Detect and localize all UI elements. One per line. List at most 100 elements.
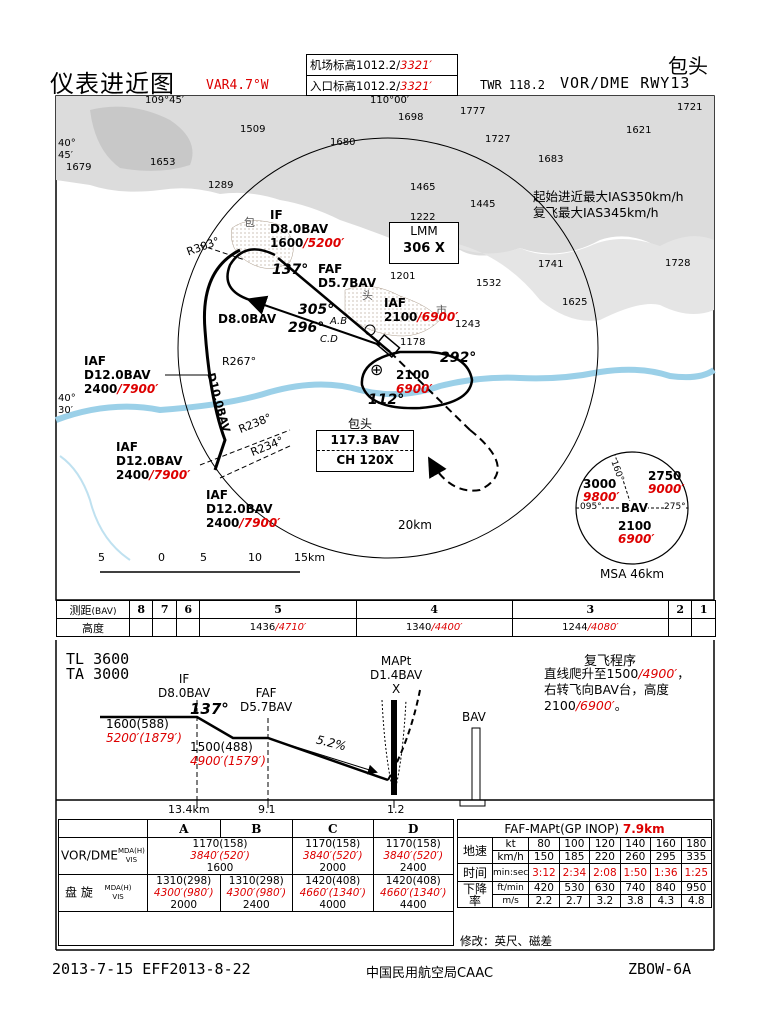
outbound-track [246,295,381,346]
lat-label-2: 40° [58,393,76,404]
spot-height: 1683 [538,154,564,165]
holding-pattern [360,350,474,410]
bav-mast [471,727,481,801]
profile-alt-if: 1600(588) 5200′(1879′) [106,717,182,745]
scale-tick: 0 [158,551,165,564]
lmm-box: LMM 306 X [389,222,459,264]
scale-tick: 5 [200,551,207,564]
transition-info: TL 3600 TA 3000 [66,650,130,683]
ftmin-value: 950 [680,881,713,895]
radial-238 [199,429,291,466]
kmh-label: km/h [491,850,530,864]
city-char: 头 [362,289,373,302]
aerodrome-elevation: 机场标高1012.2/3321′ [310,58,433,72]
vor-box: 117.3 BAV CH 120X [316,430,414,472]
profile-bav-label: BAV [462,710,486,724]
course-296: 296° [288,320,325,336]
msa-center: BAV [621,501,648,515]
vor-minima-c: 1170(158)3840′(520′)2000 [292,837,374,875]
descent-path [100,715,389,782]
kmh-value: 335 [680,850,713,864]
kt-value: 80 [528,837,560,851]
terrain-peak [90,106,193,171]
ftmin-value: 740 [619,881,652,895]
ms-value: 4.3 [650,894,682,908]
time-unit: min:sec [491,863,530,882]
rate-label: 下降率 [457,881,493,908]
lon-label-1: 109°45′ [145,95,185,106]
gs-label: 地速 [457,837,493,864]
time-value: 2:34 [558,863,591,882]
course-305-cat: A.B [330,316,348,327]
missed-approach-text: 直线爬升至1500/4900′， 右转飞向BAV台，高度 2100/6900′。 [544,666,690,713]
msa-bearing-095: 095° [580,502,602,512]
ms-label: m/s [491,894,530,908]
profile-if-label: IF D8.0BAV [158,672,211,700]
course-137: 137° [272,262,309,278]
cat-header: C [292,819,374,838]
lon-label-2: 110°00′ [370,95,410,106]
alt-cell: 1436/4710′ [199,618,357,637]
revision-note: 修改：英尺、磁差 [460,934,552,948]
minima-blank-row [58,911,454,946]
spot-height: 1178 [400,337,426,348]
kmh-value: 295 [650,850,682,864]
bav-base [459,799,486,807]
final-track [277,257,391,353]
ms-value: 2.7 [558,894,591,908]
radial-234 [219,444,293,479]
ftmin-label: ft/min [491,881,530,895]
time-value: 1:50 [619,863,652,882]
time-label: 时间 [457,863,493,882]
spot-height: 1289 [208,180,234,191]
course-292: 292° [440,350,477,366]
time-value: 2:08 [589,863,621,882]
spot-height: 1698 [398,112,424,123]
circling-minima: 1310(298)4300′(980′)2000 [147,874,221,912]
lat-label-1b: 45′ [58,150,73,161]
iaf-center-label: IAF 2100/6900′ [384,296,459,324]
ms-value: 3.2 [589,894,621,908]
spot-height: 1741 [538,259,564,270]
magnetic-variation: VAR4.7°W [206,78,269,93]
vor-minima-d: 1170(158)3840′(520′)2400 [372,837,454,875]
city-char: 包 [244,216,255,229]
spot-height: 1777 [460,106,486,117]
ftmin-value: 630 [589,881,621,895]
spot-height: 1721 [677,102,703,113]
chart-title: 仪表进近图 [50,70,175,98]
kt-value: 120 [589,837,621,851]
minima-corner [58,819,148,838]
spot-height: 1621 [626,125,652,136]
time-value: 3:12 [528,863,560,882]
spot-height: 1727 [485,134,511,145]
kt-label: kt [491,837,530,851]
scale-tick: 10 [248,551,262,564]
ftmin-value: 530 [558,881,591,895]
chart-id: ZBOW-6A [628,960,692,978]
iaf-south-label: IAF D12.0BAV 2400/7900′ [206,488,281,530]
spot-height: 1201 [390,271,416,282]
alt-cell [691,618,716,637]
time-value: 1:36 [650,863,682,882]
kt-value: 180 [680,837,713,851]
profile-faf-label: FAF D5.7BAV [240,686,293,714]
speed-note-initial: 起始进近最大IAS350km/h [533,189,684,204]
dme-dist: 1 [691,600,716,619]
ring-20km [177,137,599,559]
holding-symbol: ⊕ [370,360,384,379]
course-296-cat: C.D [320,334,338,345]
authority: 中国民用航空局CAAC [366,966,494,981]
city-name: 包头 [668,54,708,78]
spot-height: 1445 [470,199,496,210]
terrain-north [56,96,714,256]
alt-cell [175,618,201,637]
procedure-name: VOR/DME RWY13 [560,74,691,92]
alt-row-label: 高度 [56,618,130,637]
vor-minima-ab: 1170(158)3840′(520′)1600 [146,837,294,875]
spot-height: 1653 [150,157,176,168]
circling-minima: 1310(298)4300′(980′)2400 [219,874,294,912]
msa-label: MSA 46km [600,567,665,581]
